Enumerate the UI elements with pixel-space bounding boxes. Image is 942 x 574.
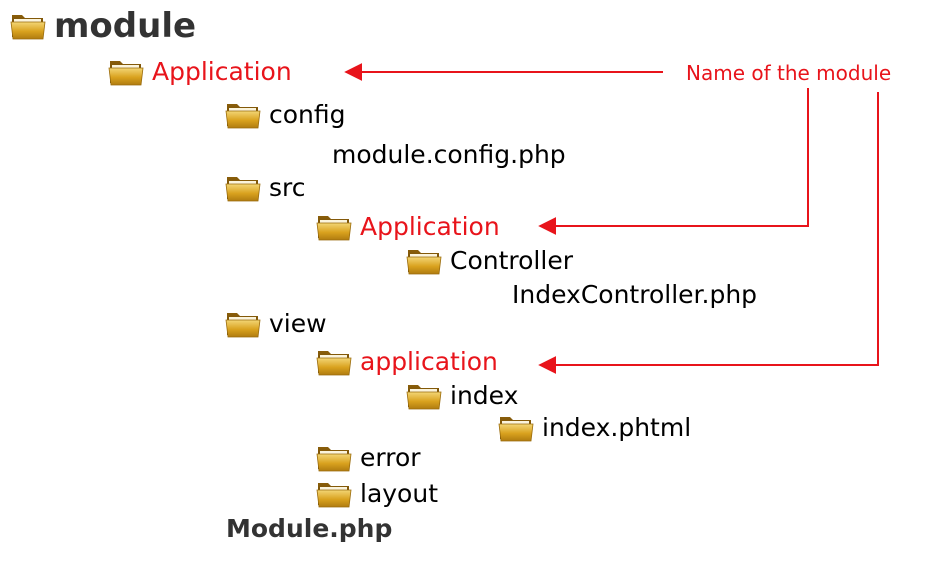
module-config-file-label: module.config.php	[332, 140, 566, 169]
view-application-folder-label: application	[360, 347, 498, 376]
tree-config: config	[225, 100, 346, 130]
config-folder-label: config	[269, 100, 346, 129]
tree-index: index	[406, 381, 518, 411]
arrow-to-view-application	[538, 92, 879, 374]
tree-root: module	[10, 6, 196, 46]
application-folder-label: Application	[152, 57, 292, 86]
layout-folder-label: layout	[360, 479, 439, 508]
tree-module-config-file: module.config.php	[332, 140, 566, 170]
controller-folder-label: Controller	[450, 246, 573, 275]
tree-view: view	[225, 309, 327, 339]
tree-application: Application	[108, 57, 292, 87]
tree-index-phtml: index.phtml	[498, 413, 691, 443]
index-controller-file-label: IndexController.php	[512, 280, 758, 309]
tree-controller: Controller	[406, 246, 573, 276]
tree-src: src	[225, 173, 306, 203]
tree-layout: layout	[316, 479, 438, 509]
src-folder-label: src	[269, 173, 306, 202]
view-folder-label: view	[269, 309, 327, 338]
src-application-folder-label: Application	[360, 212, 500, 241]
index-phtml-label: index.phtml	[542, 413, 692, 442]
root-folder-label: module	[54, 6, 197, 46]
annotation-label: Name of the module	[686, 61, 892, 85]
tree-module-php: Module.php	[226, 514, 392, 544]
tree-view-application: application	[316, 347, 498, 377]
index-folder-label: index	[450, 381, 519, 410]
tree-src-application: Application	[316, 212, 500, 242]
error-folder-label: error	[360, 443, 421, 472]
tree-index-controller-file: IndexController.php	[512, 280, 757, 310]
tree-error: error	[316, 443, 421, 473]
arrow-to-src-application	[538, 88, 809, 235]
module-php-label: Module.php	[226, 514, 393, 543]
